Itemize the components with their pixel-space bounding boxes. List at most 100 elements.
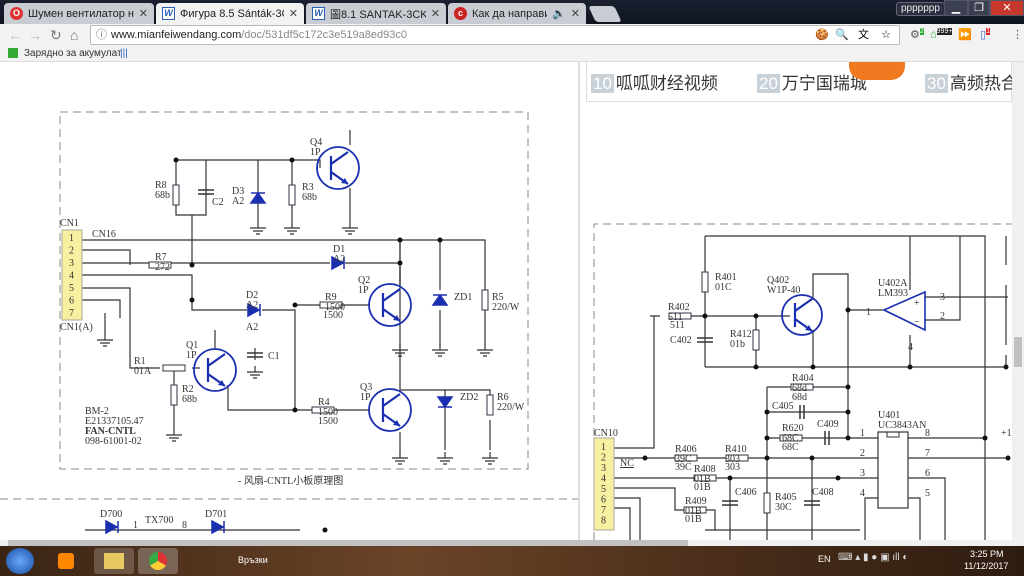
junction-dot	[764, 409, 770, 415]
close-window-button[interactable]: ✕	[990, 0, 1024, 16]
connector-cn1	[61, 229, 83, 321]
word-doc-icon: W	[312, 7, 325, 20]
pin-number: 4	[69, 271, 74, 282]
pin-number: 4	[860, 488, 865, 499]
home-icon[interactable]: ⌂	[70, 27, 79, 43]
emitter-arrow	[218, 380, 225, 386]
extension-code-icon[interactable]: ▯1	[980, 28, 990, 41]
junction-dot	[437, 237, 443, 243]
bookmark-icon	[8, 48, 18, 58]
bookmark-item[interactable]: Зарядно за акумулат	[24, 48, 122, 59]
tab-santak[interactable]: W圖8.1 SANTAK-3CK(S)型✕	[306, 3, 446, 24]
junction-dot	[753, 364, 759, 370]
clock-date[interactable]: 11/12/2017	[964, 561, 1009, 571]
chrome-icon[interactable]	[138, 548, 178, 574]
r406-value: 39C	[675, 462, 692, 473]
r620-label: R620	[782, 423, 804, 434]
ground-symbol	[477, 344, 493, 357]
r3-label: R3	[302, 182, 314, 193]
junction-dot	[727, 475, 733, 481]
schematic-diagram: Q41PR868bC2D3A2R368b1234567CN1CN16CN1(A)…	[0, 111, 1012, 540]
capacitor	[722, 500, 738, 506]
pin-number: 7	[69, 308, 74, 319]
menu-icon[interactable]: ⋮	[1012, 29, 1023, 41]
q3-label: 1P	[360, 392, 371, 403]
q1-label: Q1	[186, 340, 198, 351]
capacitor	[198, 189, 214, 195]
profile-button[interactable]: ppppppp	[896, 2, 945, 16]
ground-symbol	[392, 452, 408, 465]
scroll-thumb[interactable]	[8, 540, 688, 546]
reload-icon[interactable]: ↻	[50, 27, 62, 43]
resistor	[170, 384, 178, 406]
scroll-thumb[interactable]	[1014, 337, 1022, 367]
junction-dot	[702, 313, 708, 319]
pin-number: 8	[925, 428, 930, 439]
r6-label: 220/W	[497, 402, 525, 413]
extension-forward-icon[interactable]: ⏩	[958, 29, 972, 41]
address-bar[interactable]: ⓘ www.mianfeiwendang.com/doc/531df5c172c…	[90, 25, 900, 45]
blocked-cookie-icon[interactable]: 🍪	[815, 29, 829, 41]
links-toolbar[interactable]: Връзки	[238, 555, 268, 565]
opera-icon: O	[10, 7, 23, 20]
extension-icon[interactable]: ⚙2	[910, 28, 924, 41]
nc-label: NC	[620, 458, 634, 469]
pin-number: 5	[69, 283, 74, 294]
horizontal-scrollbar[interactable]	[0, 540, 1024, 546]
c405-label: C405	[772, 401, 794, 412]
maximize-button[interactable]: ❐	[968, 0, 990, 16]
d2-label: A2	[246, 300, 258, 311]
zd2-label: ZD2	[460, 392, 478, 403]
ic-notch	[886, 431, 900, 438]
r406-label: 39C	[675, 454, 692, 465]
cn1a-label: CN1(A)	[60, 322, 93, 333]
info-icon: ⓘ	[96, 29, 107, 41]
bookmark-bars-icon[interactable]: |||	[120, 48, 128, 59]
tray-icons[interactable]: ⌨ ▴ ▮ ● ▣ ıll ◐	[838, 552, 909, 563]
new-tab-button[interactable]	[588, 6, 622, 22]
transistor	[368, 388, 412, 432]
diode	[331, 255, 345, 271]
close-tab-icon[interactable]: ✕	[570, 8, 580, 20]
junction-dot	[189, 262, 195, 268]
c2-label: C2	[212, 197, 224, 208]
language-indicator[interactable]: EN	[818, 554, 831, 564]
wire	[614, 235, 1008, 540]
extension-home-icon[interactable]: ⌂999+	[930, 28, 953, 41]
media-player-icon[interactable]	[46, 548, 86, 574]
zoom-icon[interactable]: 🔍	[835, 29, 849, 41]
close-tab-icon[interactable]: ✕	[138, 8, 148, 20]
cn16-label: CN16	[92, 229, 116, 240]
browser-toolbar: ← → ↻ ⌂ ⓘ www.mianfeiwendang.com/doc/531…	[0, 24, 1024, 46]
explorer-icon[interactable]	[94, 548, 134, 574]
minimize-button[interactable]: ▁	[944, 0, 968, 16]
close-tab-icon[interactable]: ✕	[288, 8, 298, 20]
r412-label: 01b	[730, 339, 745, 350]
bookmark-star-icon[interactable]: ☆	[881, 29, 891, 41]
resistor	[701, 271, 709, 293]
q1-label: 1P	[186, 350, 197, 361]
r401-label: 01C	[715, 282, 732, 293]
q402-label: W1P-40	[767, 285, 800, 296]
r409-label: 01B	[685, 506, 702, 517]
resistor	[311, 406, 335, 414]
emitter-arrow	[393, 420, 400, 426]
pin-number: 3	[69, 258, 74, 269]
r9-label: 1500	[325, 302, 345, 313]
vertical-scrollbar[interactable]	[1012, 62, 1024, 540]
close-tab-icon[interactable]: ✕	[430, 8, 440, 20]
resistor	[148, 261, 172, 269]
start-button[interactable]	[6, 548, 34, 574]
translate-icon[interactable]: 文	[858, 29, 869, 41]
r8-label: 68b	[155, 190, 170, 201]
forward-icon[interactable]: →	[28, 27, 42, 43]
clock-time[interactable]: 3:25 PM	[970, 549, 1004, 559]
back-icon[interactable]: ←	[8, 27, 22, 43]
pin-number: 1	[601, 442, 606, 453]
